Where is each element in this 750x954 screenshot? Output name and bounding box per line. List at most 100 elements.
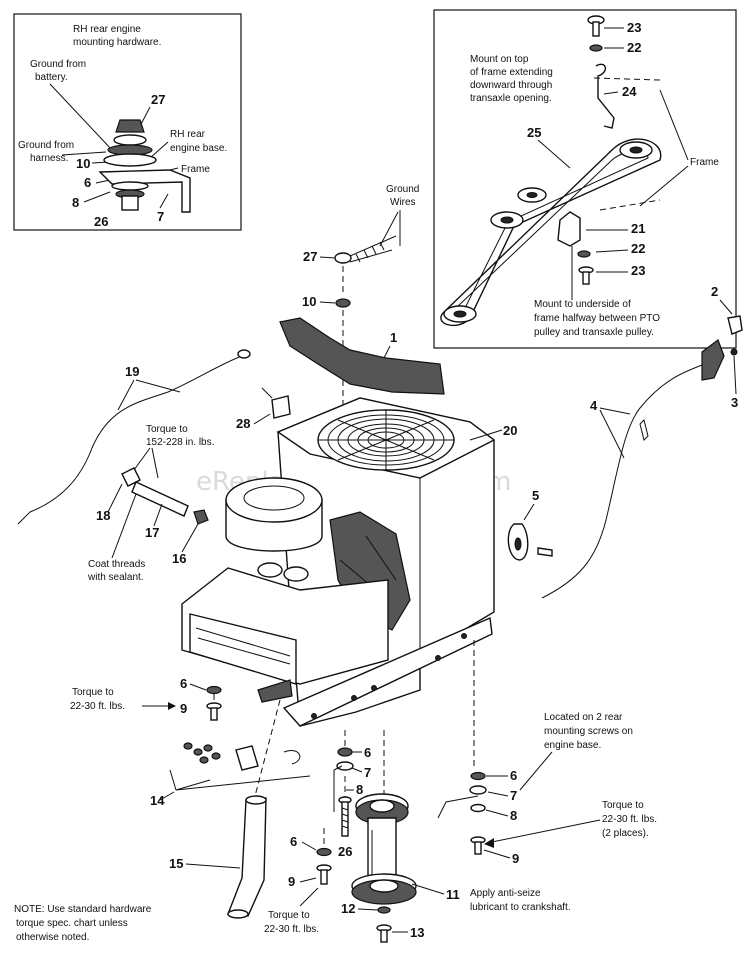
callout-10: 10 <box>302 294 316 309</box>
callout-1: 1 <box>390 330 397 345</box>
callout-26: 26 <box>338 844 352 859</box>
inset-callout-10: 10 <box>76 156 90 171</box>
cable-clamp-28 <box>261 387 291 419</box>
inset-callout-23-top: 23 <box>627 20 641 35</box>
torque-right-label-1: Torque to <box>602 800 644 811</box>
callout-17: 17 <box>145 525 159 540</box>
callout-14: 14 <box>150 793 165 808</box>
callout-27: 27 <box>303 249 317 264</box>
bolt-26 <box>338 796 352 837</box>
inset-callout-6: 6 <box>84 175 91 190</box>
cable-clip-5 <box>507 523 553 561</box>
mount-under-label-3: pulley and transaxle pulley. <box>534 327 654 338</box>
bolt-assembly-17 <box>121 467 209 525</box>
ground-harness-label-1: Ground from <box>18 140 74 151</box>
throttle-cable-19 <box>17 355 243 525</box>
bracket-21 <box>557 211 581 247</box>
callout-6-center: 6 <box>364 745 371 760</box>
callout-6-right: 6 <box>510 768 517 783</box>
bolt-9-left <box>206 702 222 721</box>
inset-callout-24: 24 <box>622 84 637 99</box>
located-label-3: engine base. <box>544 740 601 751</box>
callout-6-left: 6 <box>180 676 187 691</box>
callout-8-right: 8 <box>510 808 517 823</box>
engine-base-label-2: engine base. <box>170 143 227 154</box>
inset-callout-22-bottom: 22 <box>631 241 645 256</box>
inset-callout-7: 7 <box>157 209 164 224</box>
callout-7-center: 7 <box>364 765 371 780</box>
inset-callout-23-bottom: 23 <box>631 263 645 278</box>
inset-bolt-stack <box>98 119 191 213</box>
note-line-2: torque spec. chart unless <box>16 918 128 929</box>
spring-rod-right <box>437 795 479 819</box>
anti-seize-label-2: lubricant to crankshaft. <box>470 902 571 913</box>
spring-rod-24 <box>595 63 615 129</box>
inset-bolt-bottom <box>578 266 594 285</box>
ground-harness-label-2: harness. <box>30 153 68 164</box>
bolt-9-bottom <box>316 864 332 885</box>
inset-callout-26: 26 <box>94 214 108 229</box>
torque-bottom-label-2: 22-30 ft. lbs. <box>264 924 319 935</box>
coat-threads-label-1: Coat threads <box>88 559 145 570</box>
callout-20: 20 <box>503 423 517 438</box>
callout-19: 19 <box>125 364 139 379</box>
spring-rod <box>333 765 343 812</box>
bolt-13 <box>376 924 392 943</box>
callout-4: 4 <box>590 398 598 413</box>
choke-cable-4 <box>541 361 711 599</box>
torque-left-label-1: Torque to <box>72 687 114 698</box>
torque-right-label-2: 22-30 ft. lbs. <box>602 814 657 825</box>
callout-9-bottom: 9 <box>288 874 295 889</box>
callout-9-right: 9 <box>512 851 519 866</box>
engine-base-label-1: RH rear <box>170 129 206 140</box>
mount-under-label-1: Mount to underside of <box>534 299 631 310</box>
inset-callout-25: 25 <box>527 125 541 140</box>
torque-left-label-2: 22-30 ft. lbs. <box>70 701 125 712</box>
pulley-11 <box>351 793 417 905</box>
inset-left-title-2: mounting hardware. <box>73 37 161 48</box>
inset-left-title-1: RH rear engine <box>73 24 141 35</box>
callout-3: 3 <box>731 395 738 410</box>
inset-callout-21: 21 <box>631 221 645 236</box>
note-line-1: NOTE: Use standard hardware <box>14 904 152 915</box>
callout-11: 11 <box>446 887 460 902</box>
inset-right: 23 22 Mount on top of frame extending do… <box>433 9 737 349</box>
inset-right-frame-label: Frame <box>690 157 719 168</box>
cable-bracket <box>701 339 738 381</box>
torque-152-label-1: Torque to <box>146 424 188 435</box>
callout-8-center: 8 <box>356 782 363 797</box>
torque-152-label-2: 152-228 in. lbs. <box>146 437 214 448</box>
ground-battery-label-1: Ground from <box>30 59 86 70</box>
callout-16: 16 <box>172 551 186 566</box>
ground-wires-label-2: Wires <box>390 197 416 208</box>
note-line-3: otherwise noted. <box>16 932 89 943</box>
anti-seize-label-1: Apply anti-seize <box>470 888 541 899</box>
inset-bolt-top <box>587 15 605 52</box>
callout-5: 5 <box>532 488 539 503</box>
located-label-1: Located on 2 rear <box>544 712 623 723</box>
bolt-9-right <box>470 836 486 855</box>
inset-callout-8: 8 <box>72 195 79 210</box>
engine-20 <box>181 397 496 727</box>
hardware-kit-14 <box>183 742 301 771</box>
mount-top-label-1: Mount on top <box>470 54 529 65</box>
callout-28: 28 <box>236 416 250 431</box>
ground-wire-hardware <box>334 235 397 308</box>
inset-left: RH rear engine mounting hardware. Ground… <box>13 13 242 231</box>
inset-left-frame-label: Frame <box>181 164 210 175</box>
callout-9-left: 9 <box>180 701 187 716</box>
mount-top-label-2: of frame extending <box>470 67 553 78</box>
callout-12: 12 <box>341 901 355 916</box>
inset-callout-27: 27 <box>151 92 165 107</box>
callout-18: 18 <box>96 508 110 523</box>
drive-belt-25 <box>440 138 662 327</box>
hose-15 <box>227 797 267 917</box>
torque-bottom-label-1: Torque to <box>268 910 310 921</box>
callout-6-bottom: 6 <box>290 834 297 849</box>
callout-7-right: 7 <box>510 788 517 803</box>
callout-13: 13 <box>410 925 424 940</box>
ground-battery-label-2: battery. <box>35 72 68 83</box>
callout-15: 15 <box>169 856 183 871</box>
callout-2: 2 <box>711 284 718 299</box>
